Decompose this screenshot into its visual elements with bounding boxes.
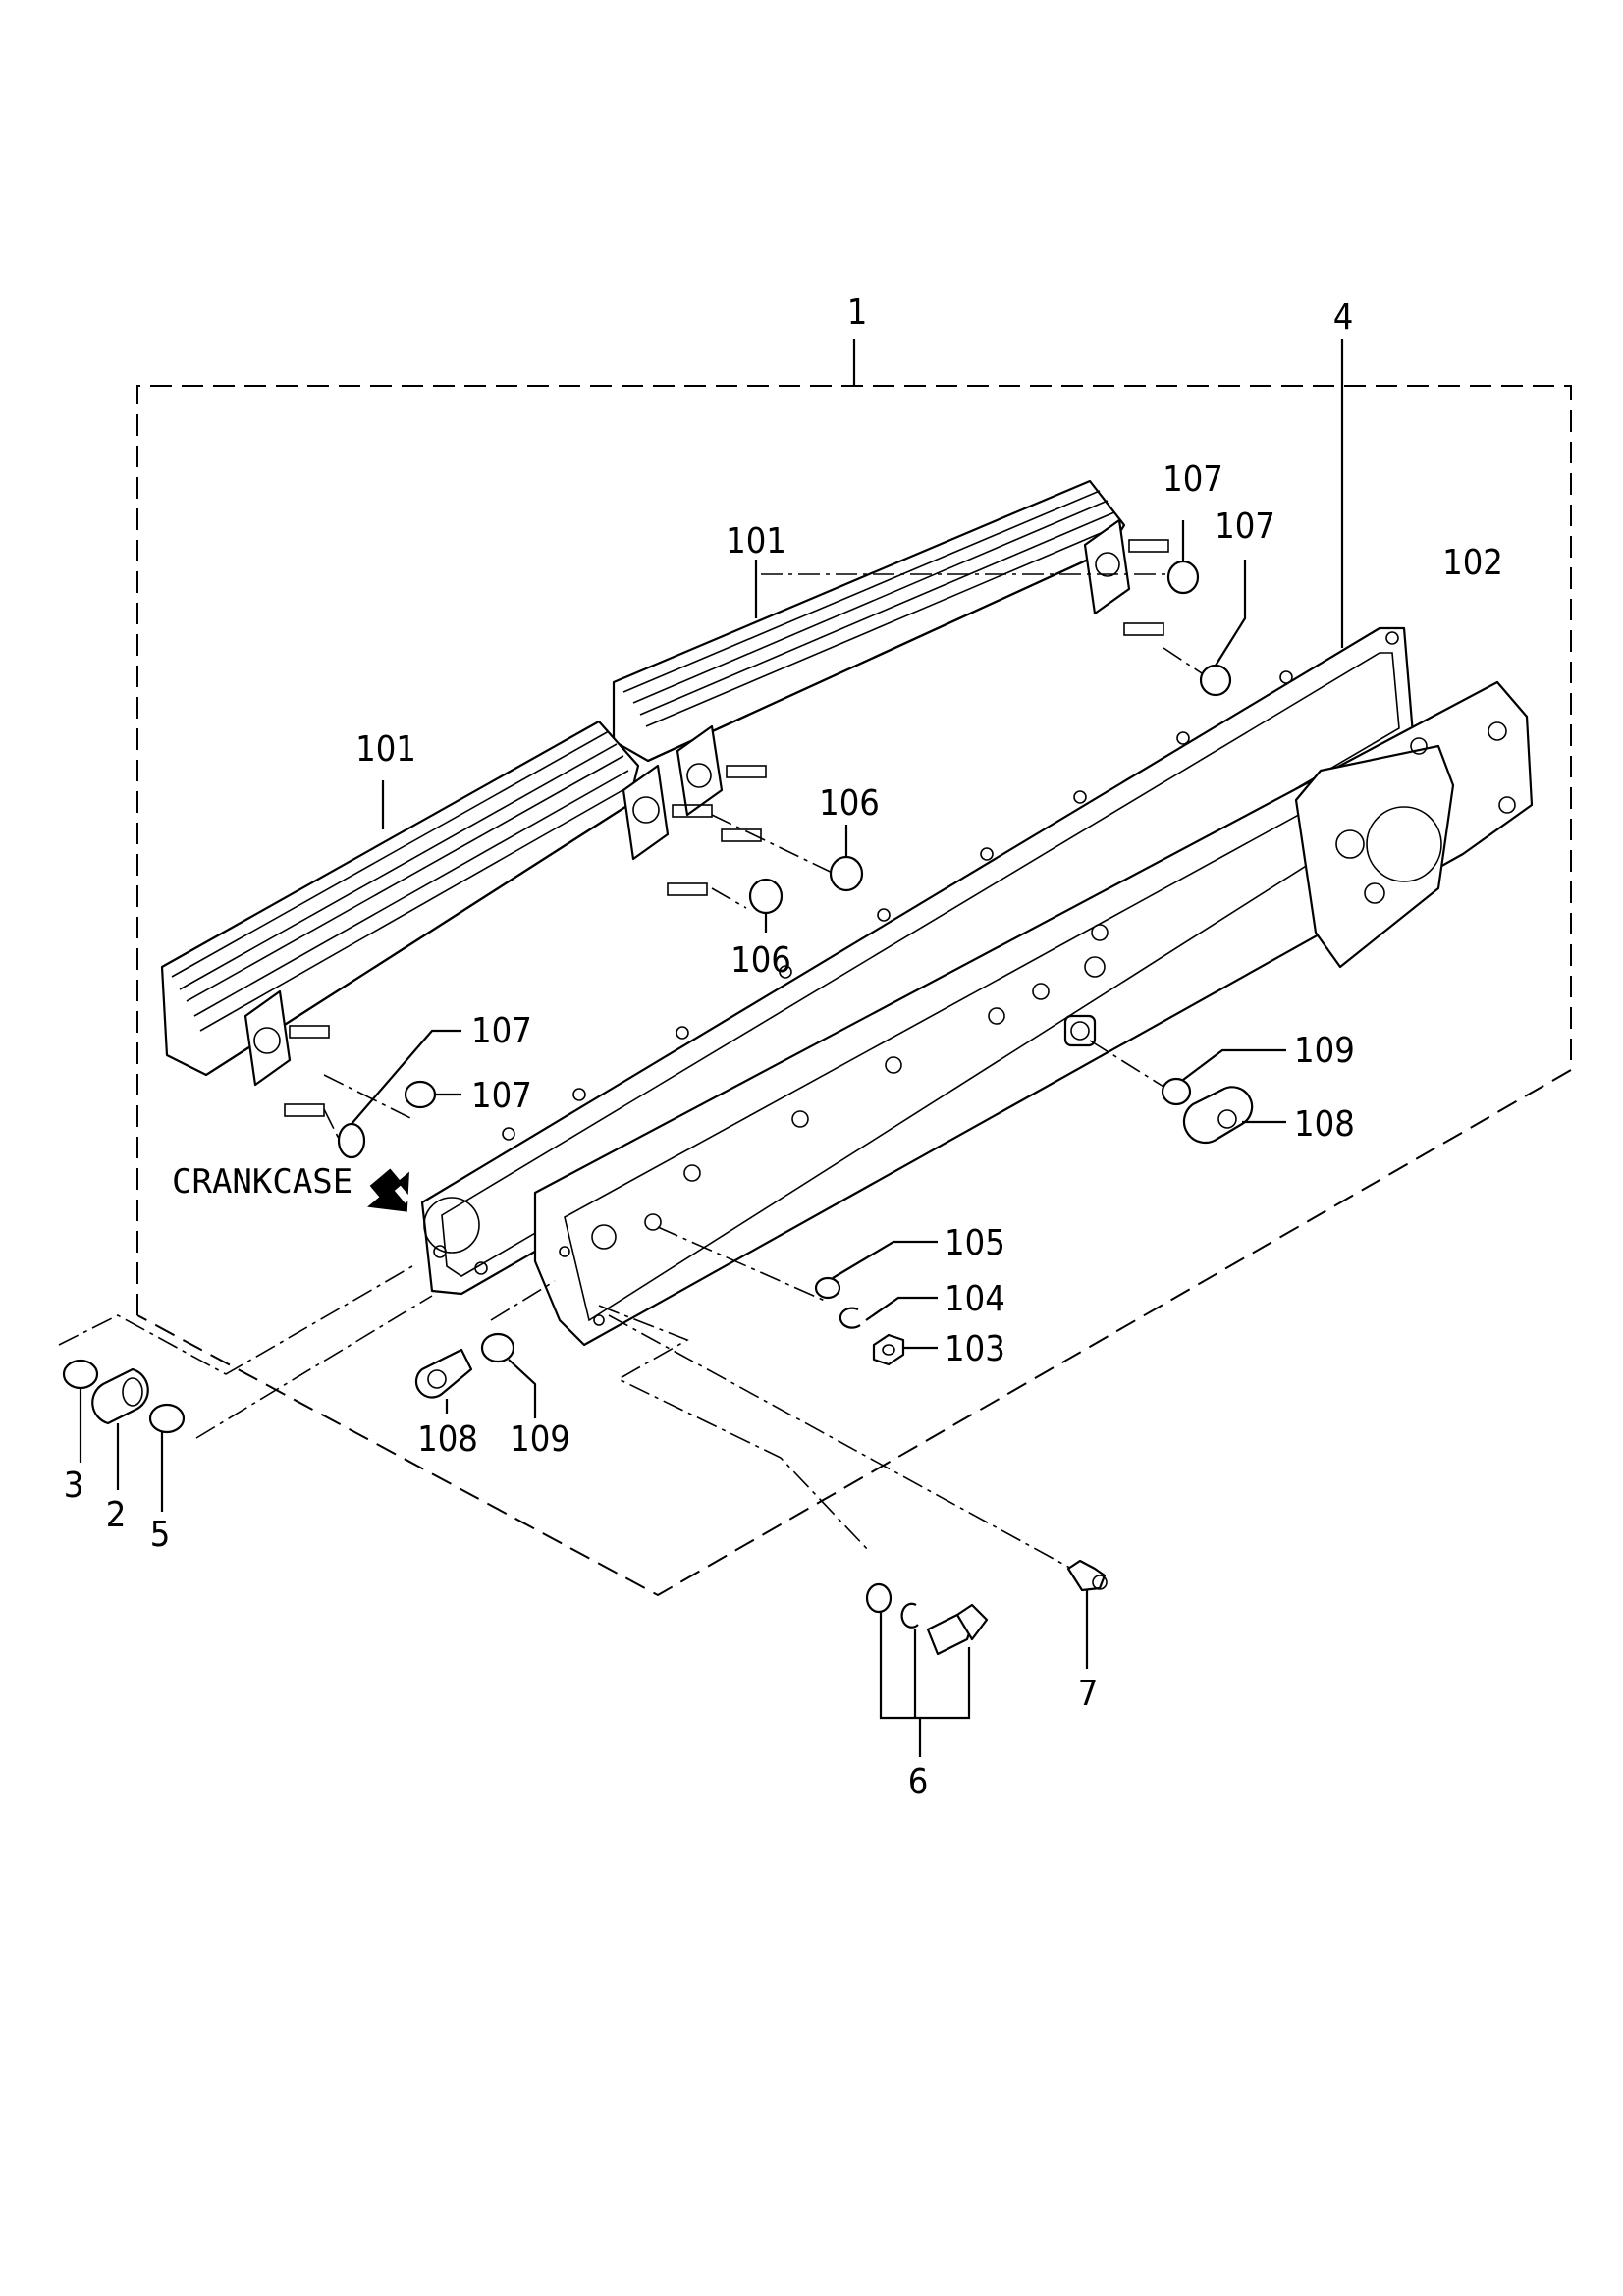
label-103: 103 [945, 1329, 1005, 1369]
nut-103 [872, 1333, 905, 1366]
label-107-left-lower: 107 [471, 1076, 532, 1116]
part-labels: 1 4 102 101 101 107 107 106 106 107 107 … [64, 293, 1503, 1802]
washer-105 [814, 1276, 841, 1300]
label-2: 2 [106, 1495, 127, 1535]
label-1: 1 [847, 293, 868, 333]
label-102: 102 [1442, 543, 1503, 583]
label-104: 104 [945, 1279, 1005, 1319]
o-ring-107-top-lower [1199, 664, 1232, 697]
label-101-lower: 101 [355, 729, 416, 770]
bolt-set-6 [865, 1582, 989, 1757]
o-ring-3 [62, 1359, 99, 1390]
cooler-element-lower [160, 720, 713, 1117]
assembly-boundary [136, 339, 1572, 1597]
sensor-7 [1066, 1559, 1108, 1592]
label-7: 7 [1078, 1674, 1099, 1714]
oil-cooler-cover-body [533, 680, 1534, 1347]
label-106-right: 106 [819, 783, 880, 824]
label-4: 4 [1333, 297, 1354, 338]
label-107-left-upper: 107 [471, 1011, 532, 1051]
label-109-left: 109 [510, 1419, 570, 1460]
o-ring-107-top [1166, 560, 1200, 595]
label-6: 6 [908, 1762, 929, 1802]
o-ring-5 [148, 1403, 186, 1434]
o-ring-109-left [480, 1332, 515, 1363]
label-107-top-right: 107 [1215, 507, 1275, 547]
leader-lines [79, 520, 1286, 1669]
spring-washer-104 [839, 1307, 861, 1329]
o-ring-107-mid [404, 1080, 437, 1109]
bolt-108-right [1182, 1086, 1254, 1145]
bolt-108-left [414, 1348, 473, 1399]
label-109-right: 109 [1294, 1031, 1355, 1071]
o-ring-109-right [1161, 1077, 1192, 1106]
label-105: 105 [945, 1223, 1005, 1263]
o-ring-107-left [337, 1122, 366, 1159]
label-3: 3 [64, 1466, 84, 1506]
center-lines [58, 573, 1209, 1572]
label-101-upper: 101 [726, 521, 786, 561]
label-106-left: 106 [730, 940, 791, 981]
o-ring-106-left [748, 878, 784, 915]
label-crankcase: CRANKCASE [172, 1162, 352, 1201]
plug-2 [91, 1367, 149, 1425]
o-ring-106-right [829, 855, 864, 892]
label-108-right: 108 [1294, 1104, 1355, 1145]
cooler-element-upper [612, 479, 1169, 842]
label-5: 5 [150, 1515, 171, 1555]
label-108-left: 108 [417, 1419, 478, 1460]
crankcase-arrow-icon [367, 1168, 411, 1212]
label-107-top: 107 [1163, 459, 1223, 500]
